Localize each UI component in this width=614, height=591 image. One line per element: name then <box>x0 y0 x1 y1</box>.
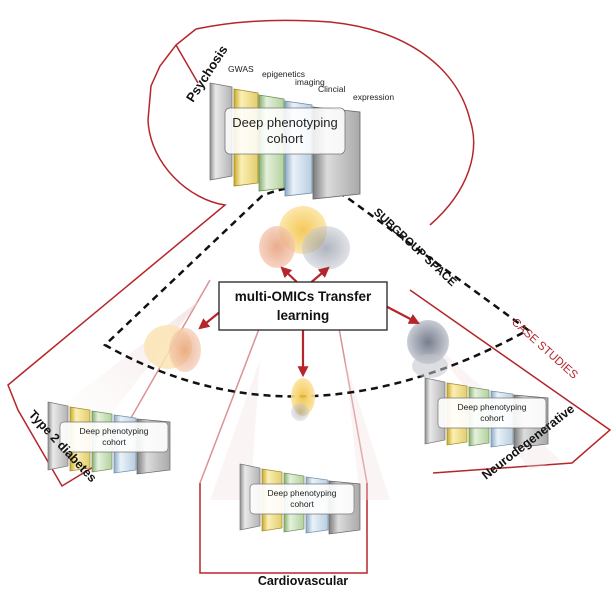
cardio-label: Cardiovascular <box>258 574 348 588</box>
cluster-top <box>259 206 350 270</box>
layer-label-epigenetics: epigenetics <box>262 69 305 79</box>
type2-cohort-line2: cohort <box>102 437 126 447</box>
cluster-right <box>407 320 449 378</box>
layer-label-gwas: GWAS <box>228 64 254 74</box>
psychosis-data-stack <box>209 82 361 200</box>
cardio-data-stack <box>239 463 361 535</box>
layer-label-imaging: imaging <box>295 77 325 87</box>
psychosis-cohort-line2: cohort <box>267 131 304 146</box>
center-label-line1: multi-OMICs Transfer <box>235 289 372 304</box>
cluster-bottom <box>291 378 315 421</box>
subgroup-space-label: SUBGROUP SPACE <box>371 206 459 289</box>
psychosis-cohort-line1: Deep phenotyping <box>232 115 338 130</box>
cluster-left <box>144 325 201 372</box>
layer-label-clinical: Clincial <box>318 84 346 94</box>
cardio-cohort-line1: Deep phenotyping <box>267 488 336 498</box>
type2-cohort-line1: Deep phenotyping <box>79 426 148 436</box>
neuro-cohort-line1: Deep phenotyping <box>457 402 526 412</box>
neuro-data-stack <box>424 377 549 449</box>
center-label-line2: learning <box>277 308 330 323</box>
cardio-cohort-line2: cohort <box>290 499 314 509</box>
neuro-cohort-line2: cohort <box>480 413 504 423</box>
type2-data-stack <box>47 401 171 475</box>
center-box <box>218 281 388 331</box>
case-studies-label: CASE STUDIES <box>509 316 580 382</box>
layer-label-expression: expression <box>353 92 394 102</box>
